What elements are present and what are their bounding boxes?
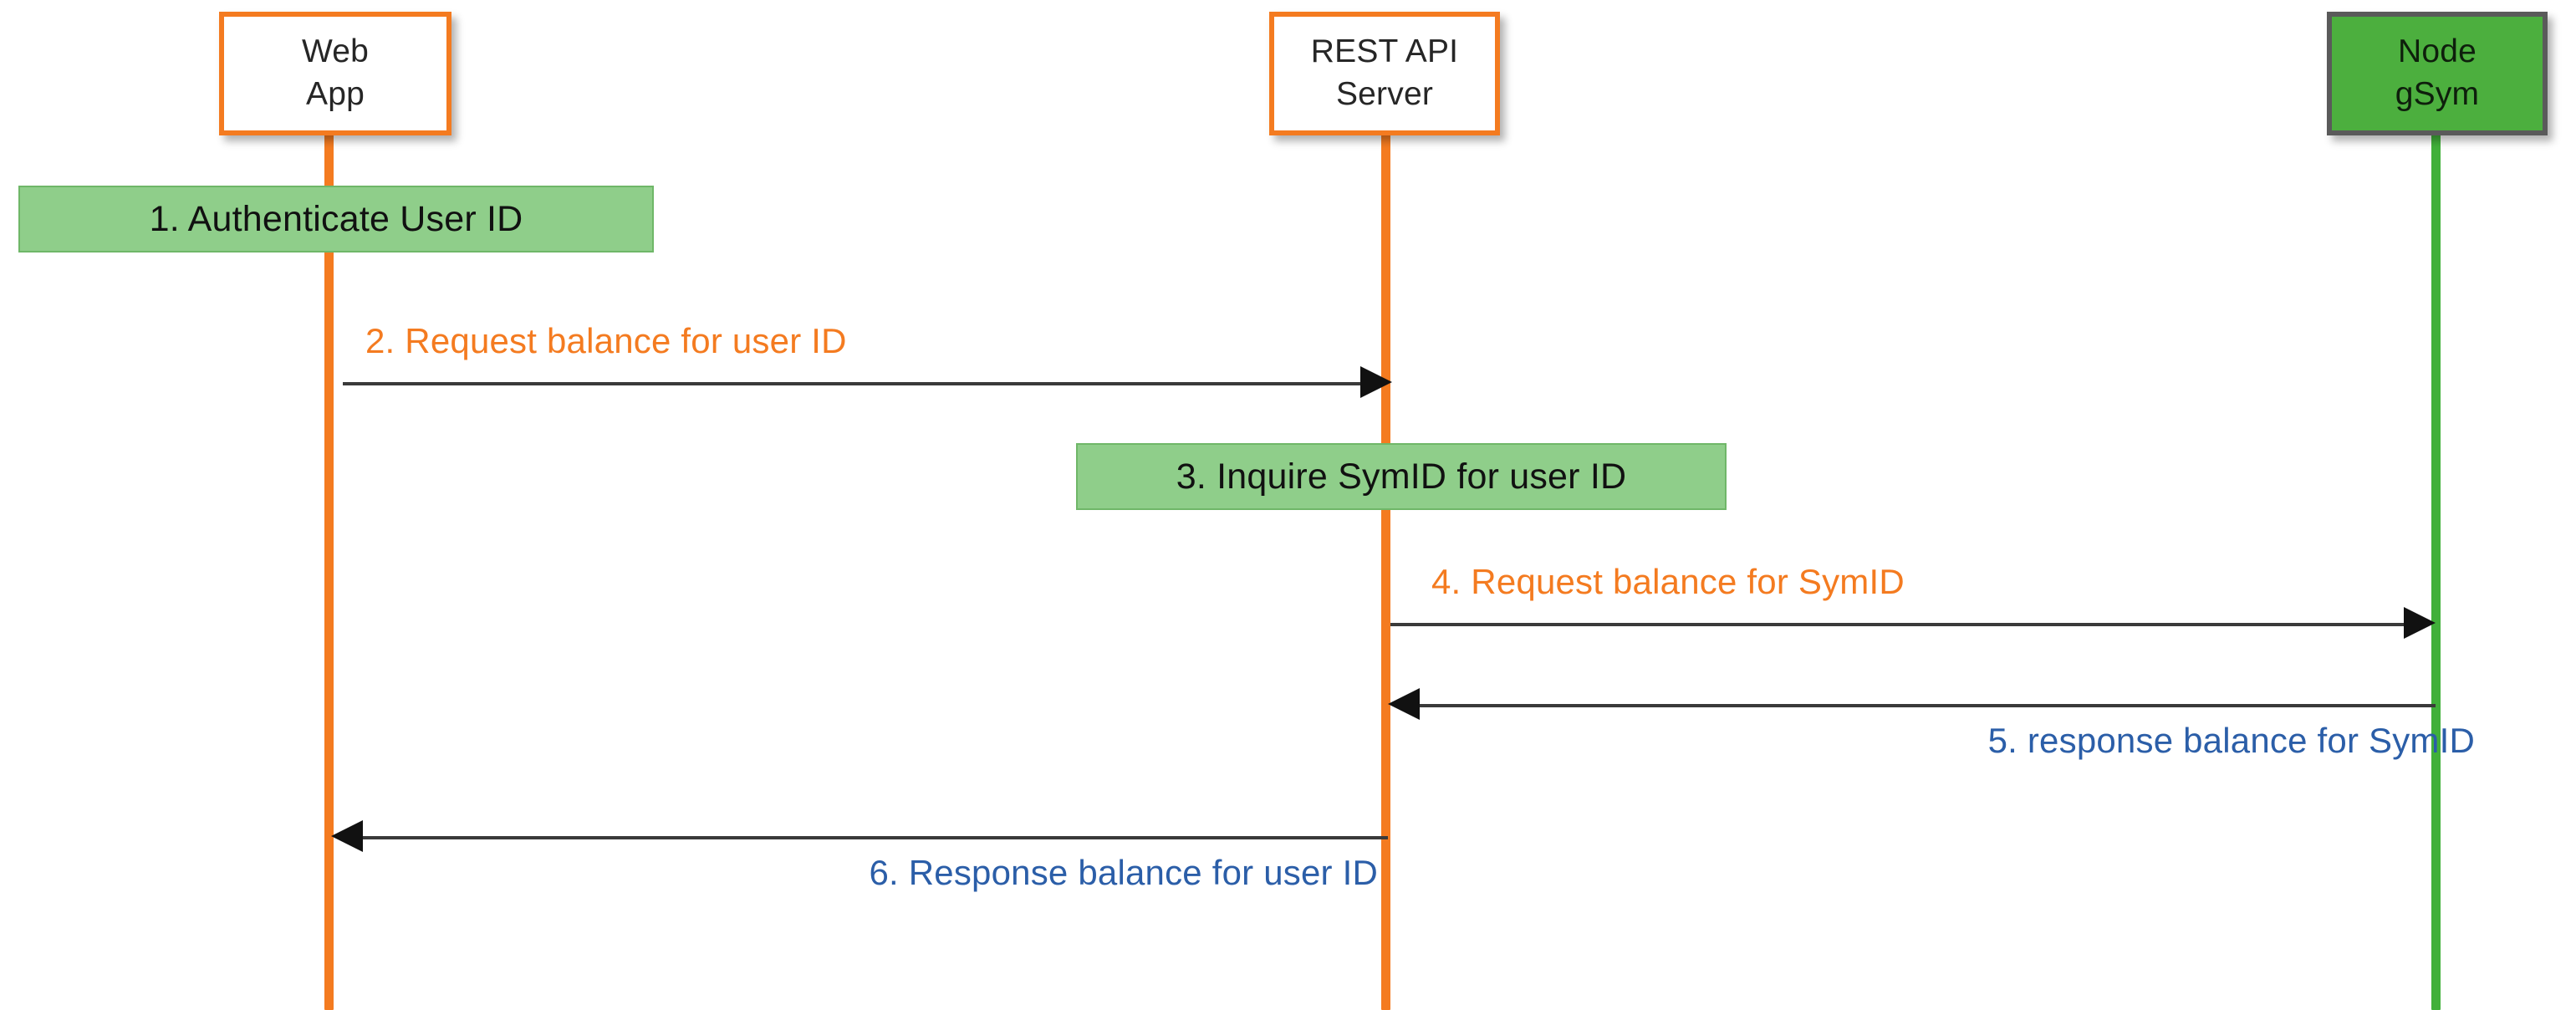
message-label-response-balance-for-user-id: 6. Response balance for user ID: [869, 853, 1378, 892]
participant-rest-api-server-line2: Server: [1335, 76, 1434, 112]
action-box-authenticate-user-id-label: 1. Authenticate User ID: [149, 198, 523, 239]
arrowhead-right-icon-step4: [2404, 607, 2436, 639]
action-box-authenticate-user-id[interactable]: 1. Authenticate User ID: [18, 186, 654, 252]
lifeline-rest-api-server: [1381, 125, 1390, 1010]
arrowhead-left-icon-step5: [1388, 688, 1420, 720]
participant-web-app[interactable]: Web App: [219, 12, 451, 135]
participant-node-gsym-line2: gSym: [2395, 76, 2480, 112]
message-label-request-balance-for-symid: 4. Request balance for SymID: [1431, 562, 1905, 601]
message-line-response-balance-for-user-id: [347, 836, 1388, 839]
arrowhead-right-icon-step2: [1360, 366, 1392, 398]
message-line-request-balance-for-symid: [1390, 623, 2417, 626]
participant-node-gsym-line1: Node: [2397, 33, 2477, 70]
message-label-request-balance-for-user-id: 2. Request balance for user ID: [365, 321, 847, 360]
arrowhead-left-icon-step6: [331, 820, 363, 852]
message-line-request-balance-for-user-id: [343, 382, 1375, 385]
participant-web-app-line2: App: [306, 76, 365, 112]
lifeline-web-app: [324, 125, 334, 1010]
participant-node-gsym[interactable]: Node gSym: [2327, 12, 2548, 135]
lifeline-node-gsym: [2431, 125, 2441, 1010]
participant-web-app-line1: Web: [301, 33, 370, 70]
message-label-response-balance-for-symid: 5. response balance for SymID: [1987, 721, 2475, 760]
participant-rest-api-server[interactable]: REST API Server: [1269, 12, 1500, 135]
participant-rest-api-server-line1: REST API: [1310, 33, 1459, 70]
action-box-inquire-symid-for-user-id[interactable]: 3. Inquire SymID for user ID: [1076, 443, 1727, 510]
action-box-inquire-symid-for-user-id-label: 3. Inquire SymID for user ID: [1176, 456, 1627, 497]
message-line-response-balance-for-symid: [1405, 704, 2436, 707]
